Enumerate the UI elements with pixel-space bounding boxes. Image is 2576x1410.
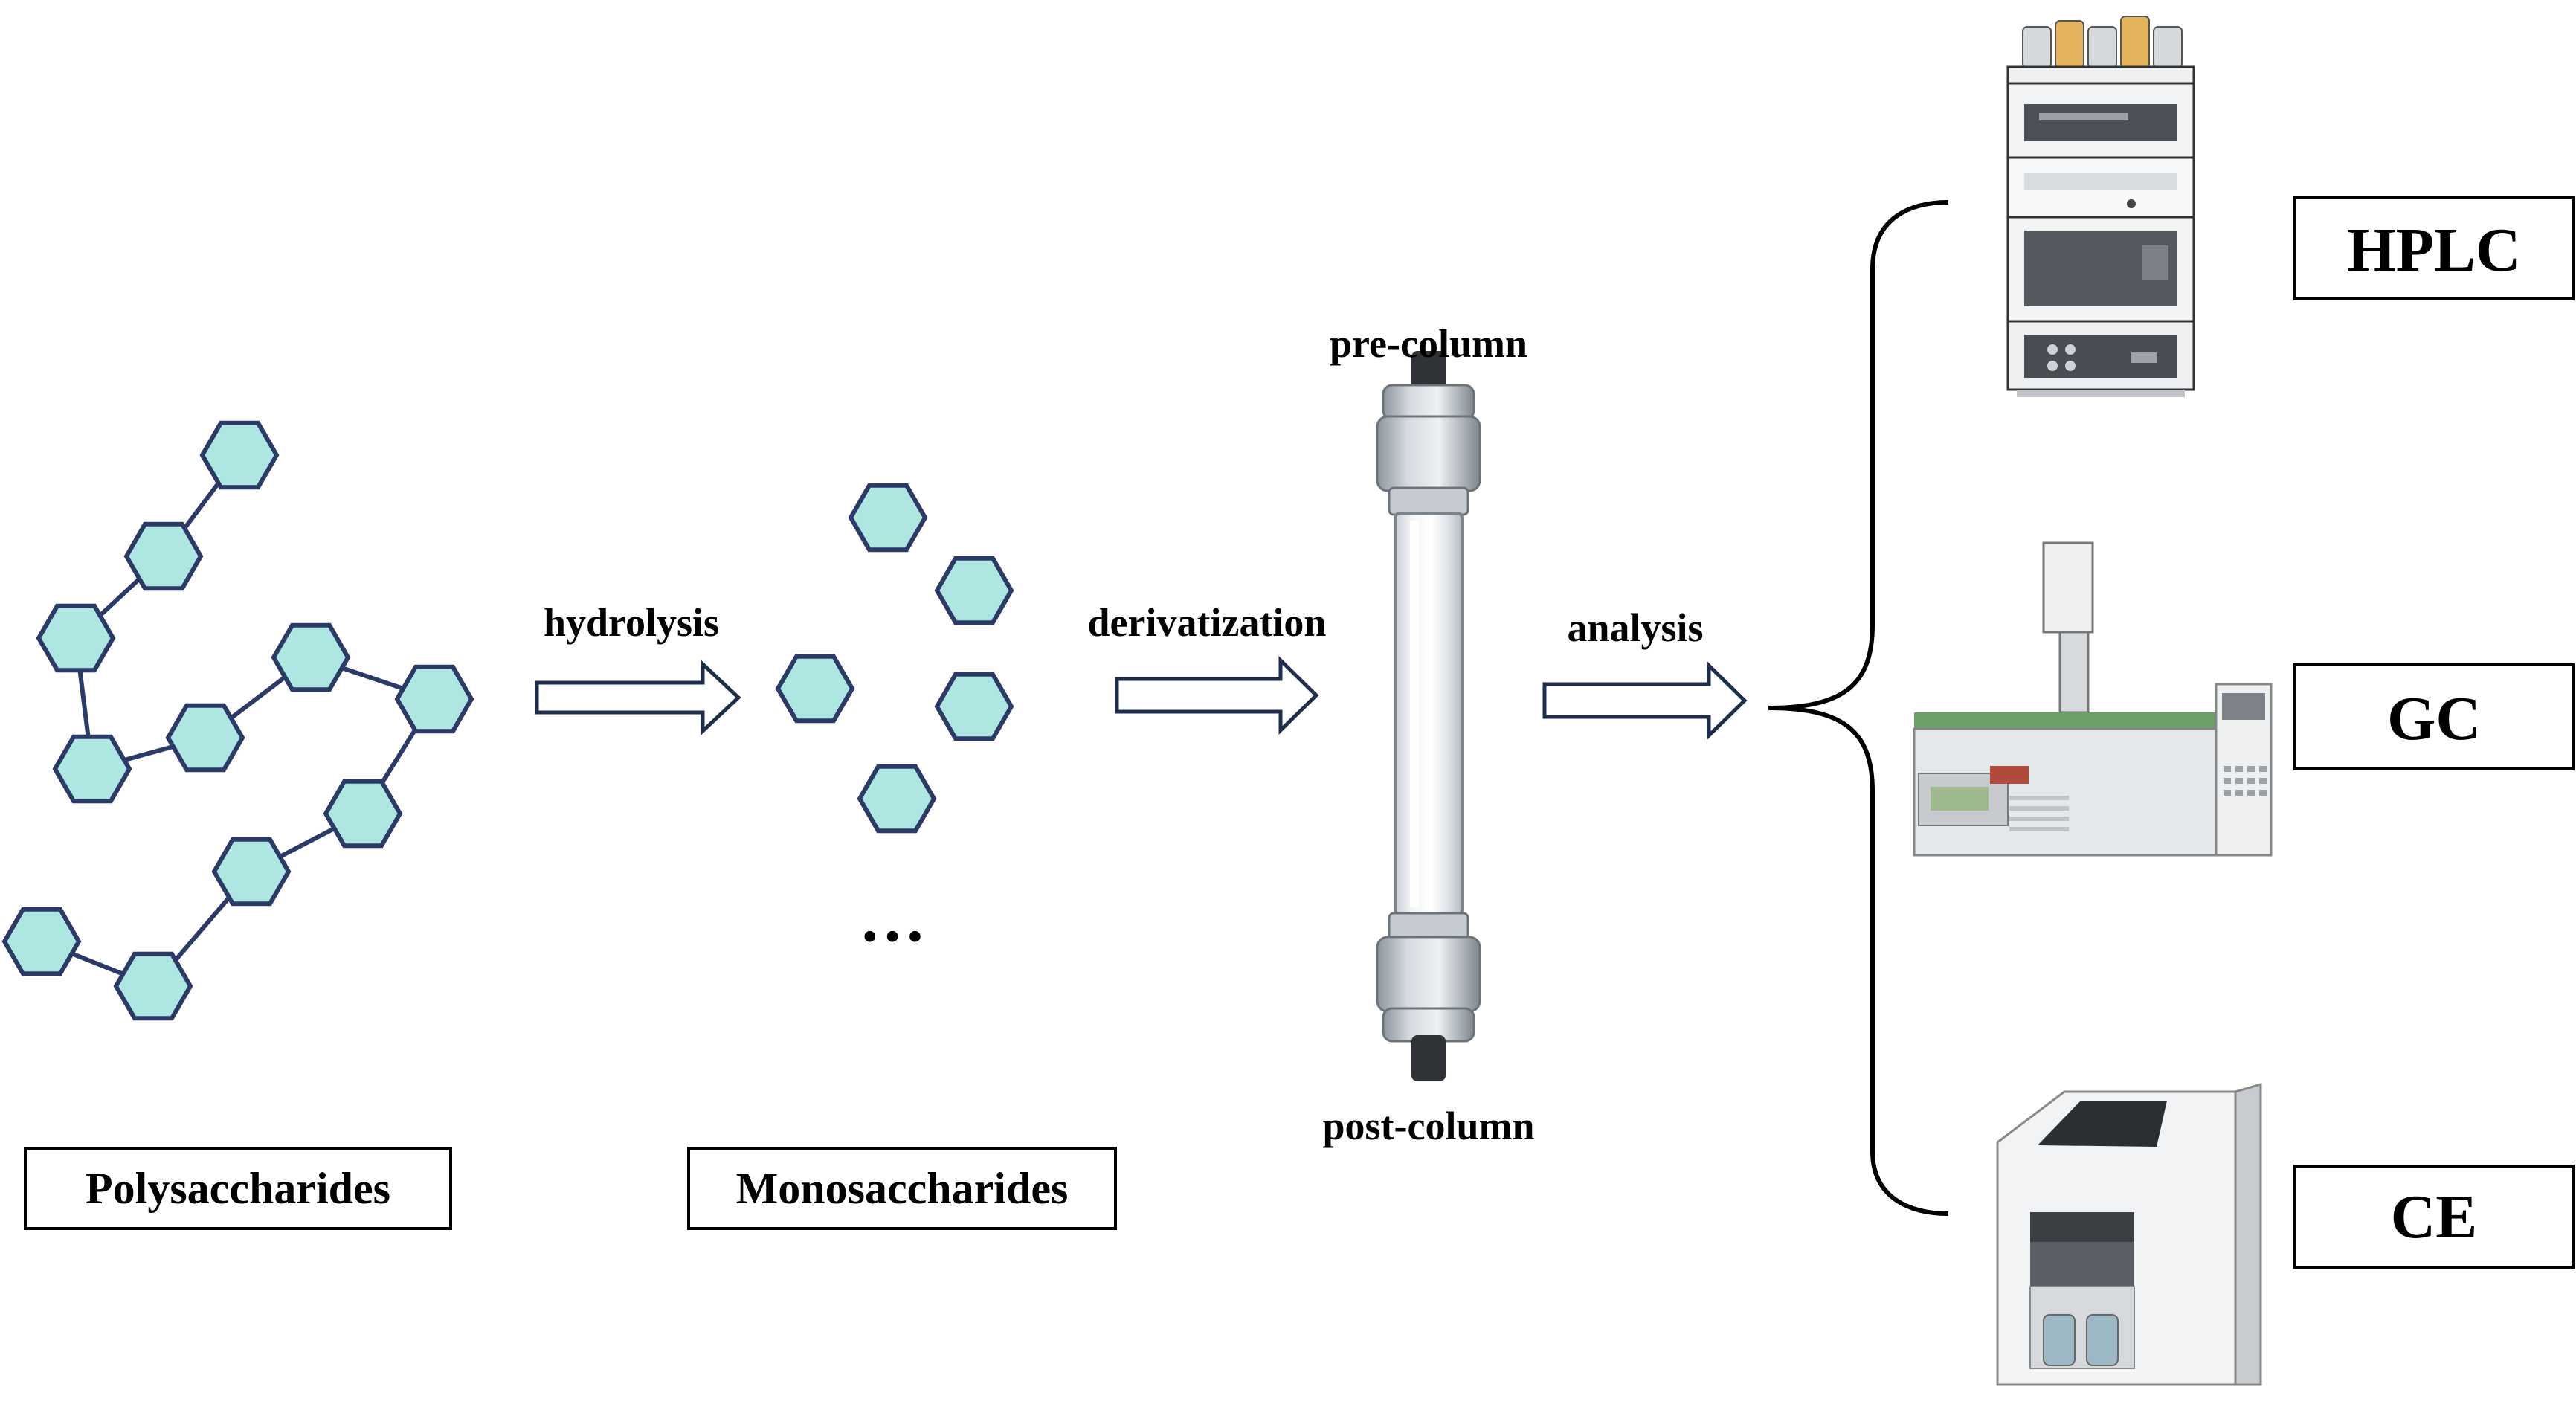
method-label-hplc: HPLC: [2347, 216, 2520, 285]
hexagon-icon: [775, 654, 855, 724]
hexagon-icon: [934, 556, 1014, 625]
hexagon-icon: [1, 907, 82, 976]
derivatization-label: derivatization: [1088, 600, 1327, 645]
method-label-gc: GC: [2387, 684, 2481, 753]
gc-instrument-icon: [1913, 541, 2273, 857]
monosaccharides-label-box: Monosaccharides: [687, 1147, 1117, 1230]
curly-brace-icon: [1768, 200, 1949, 1216]
hexagon-icon: [113, 951, 193, 1021]
hexagon-icon: [394, 664, 474, 734]
hexagon-icon: [211, 837, 292, 907]
polysaccharide-chain-icon: [1, 420, 474, 1021]
hplc-instrument-icon: [2006, 16, 2195, 397]
ce-instrument-icon: [1996, 1082, 2262, 1386]
monosaccharides-icon: [775, 483, 1014, 834]
hexagon-icon: [36, 603, 116, 673]
hexagon-icon: [857, 764, 937, 834]
gc-label-box: GC: [2293, 663, 2575, 770]
chromatography-column-icon: [1376, 351, 1481, 1081]
polysaccharides-label: Polysaccharides: [86, 1164, 390, 1213]
ellipsis-text: …: [859, 882, 926, 956]
post-column-label: post-column: [1322, 1104, 1534, 1148]
hplc-label-box: HPLC: [2293, 196, 2575, 300]
hexagon-icon: [271, 622, 351, 692]
pre-column-label: pre-column: [1330, 321, 1527, 366]
derivatization-arrow-icon: [1115, 656, 1319, 735]
analysis-arrow-icon: [1542, 661, 1748, 740]
hexagon-icon: [123, 521, 204, 591]
hexagon-icon: [199, 420, 280, 490]
hydrolysis-label: hydrolysis: [544, 600, 719, 645]
hexagon-icon: [934, 672, 1014, 741]
monosaccharides-label: Monosaccharides: [736, 1164, 1069, 1213]
method-label-ce: CE: [2391, 1182, 2478, 1252]
hexagon-icon: [848, 483, 928, 553]
ce-label-box: CE: [2293, 1165, 2575, 1269]
analysis-label: analysis: [1567, 605, 1703, 650]
polysaccharides-label-box: Polysaccharides: [24, 1147, 452, 1230]
hexagon-icon: [52, 734, 132, 804]
hydrolysis-arrow-icon: [535, 660, 741, 735]
hexagon-icon: [323, 779, 403, 849]
hexagon-icon: [165, 703, 245, 773]
